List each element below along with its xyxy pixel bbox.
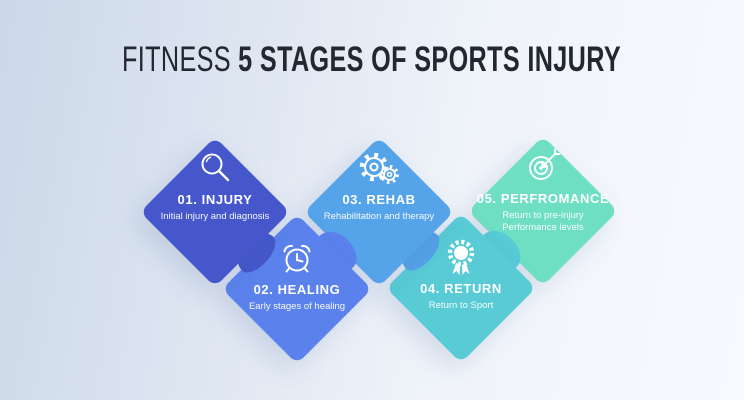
title-main: 5 STAGES OF SPORTS INJURY bbox=[238, 40, 622, 79]
title-prefix: FITNESS bbox=[122, 40, 232, 79]
